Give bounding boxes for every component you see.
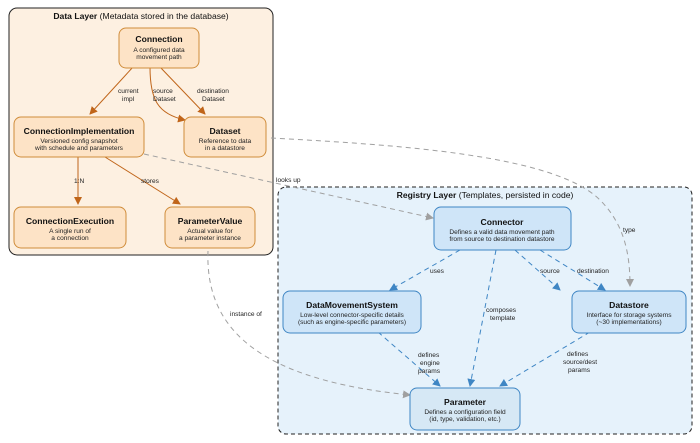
svg-text:with schedule and parameters: with schedule and parameters (34, 145, 124, 152)
node-connection[interactable]: Connection A configured data movement pa… (118, 27, 200, 69)
node-connector[interactable]: Connector Defines a valid data movement … (433, 206, 572, 251)
svg-text:ParameterValue: ParameterValue (178, 216, 243, 226)
data-layer-title: Data Layer (Metadata stored in the datab… (53, 11, 228, 21)
node-parameter[interactable]: Parameter Defines a configuration field … (409, 387, 521, 431)
svg-text:a connection: a connection (51, 235, 89, 242)
registry-layer-group (277, 186, 693, 435)
edge-destination (539, 249, 606, 291)
edge-current-impl (89, 66, 134, 115)
edge-instance-of (207, 250, 411, 399)
label-destination: destination (577, 268, 609, 275)
node-datastore[interactable]: Datastore Interface for storage systems … (571, 290, 687, 334)
svg-text:(id, type, validation, etc.): (id, type, validation, etc.) (429, 416, 500, 423)
svg-text:(such as engine-specific param: (such as engine-specific parameters) (298, 319, 406, 326)
edge-source-dataset (149, 66, 186, 123)
svg-text:from source to destination dat: from source to destination datastore (449, 236, 555, 243)
svg-text:Actual value for: Actual value for (187, 228, 233, 235)
svg-text:movement path: movement path (136, 54, 182, 61)
svg-text:Defines a valid data movement: Defines a valid data movement path (449, 229, 555, 236)
svg-text:Dataset: Dataset (209, 126, 240, 136)
svg-text:Parameter: Parameter (444, 397, 487, 407)
label-uses: uses (430, 268, 445, 275)
node-parameter-value[interactable]: ParameterValue Actual value for a parame… (164, 206, 256, 249)
svg-text:(~30 implementations): (~30 implementations) (596, 319, 661, 326)
svg-text:Defines a configuration field: Defines a configuration field (424, 409, 506, 416)
label-source: source (540, 268, 560, 275)
svg-text:Versioned config snapshot: Versioned config snapshot (40, 138, 118, 145)
svg-text:A single run of: A single run of (49, 228, 91, 235)
node-data-movement-system[interactable]: DataMovementSystem Low-level connector-s… (282, 290, 422, 334)
svg-text:Connection: Connection (135, 34, 182, 44)
svg-text:a parameter instance: a parameter instance (179, 235, 241, 242)
label-stores: stores (141, 178, 160, 185)
svg-text:A configured data: A configured data (133, 47, 185, 54)
edge-stores (104, 156, 181, 205)
edge-source (514, 249, 561, 291)
svg-text:in a datastore: in a datastore (205, 145, 245, 152)
node-connection-execution[interactable]: ConnectionExecution A single run of a co… (13, 206, 127, 249)
label-type: type (623, 227, 636, 234)
label-instance-of: instance of (230, 311, 262, 318)
svg-text:Reference to data: Reference to data (199, 138, 252, 145)
edge-defines-engine-params (377, 331, 441, 387)
svg-text:Interface for storage systems: Interface for storage systems (586, 312, 672, 319)
registry-layer-title: Registry Layer (Templates, persisted in … (397, 190, 574, 200)
edge-uses (389, 249, 461, 291)
svg-text:ConnectionExecution: ConnectionExecution (26, 216, 114, 226)
svg-text:DataMovementSystem: DataMovementSystem (306, 300, 398, 310)
svg-text:ConnectionImplementation: ConnectionImplementation (24, 126, 135, 136)
svg-text:Low-level connector-specific d: Low-level connector-specific details (300, 312, 404, 319)
label-one-to-n: 1:N (74, 178, 84, 185)
svg-text:Datastore: Datastore (609, 300, 649, 310)
edge-type (270, 137, 634, 287)
label-looks-up: looks up (276, 177, 301, 184)
edge-destination-dataset (159, 66, 206, 115)
node-dataset[interactable]: Dataset Reference to data in a datastore (183, 116, 267, 158)
edge-looks-up (143, 153, 434, 221)
node-connection-implementation[interactable]: ConnectionImplementation Versioned confi… (13, 116, 145, 158)
svg-text:Connector: Connector (481, 217, 525, 227)
